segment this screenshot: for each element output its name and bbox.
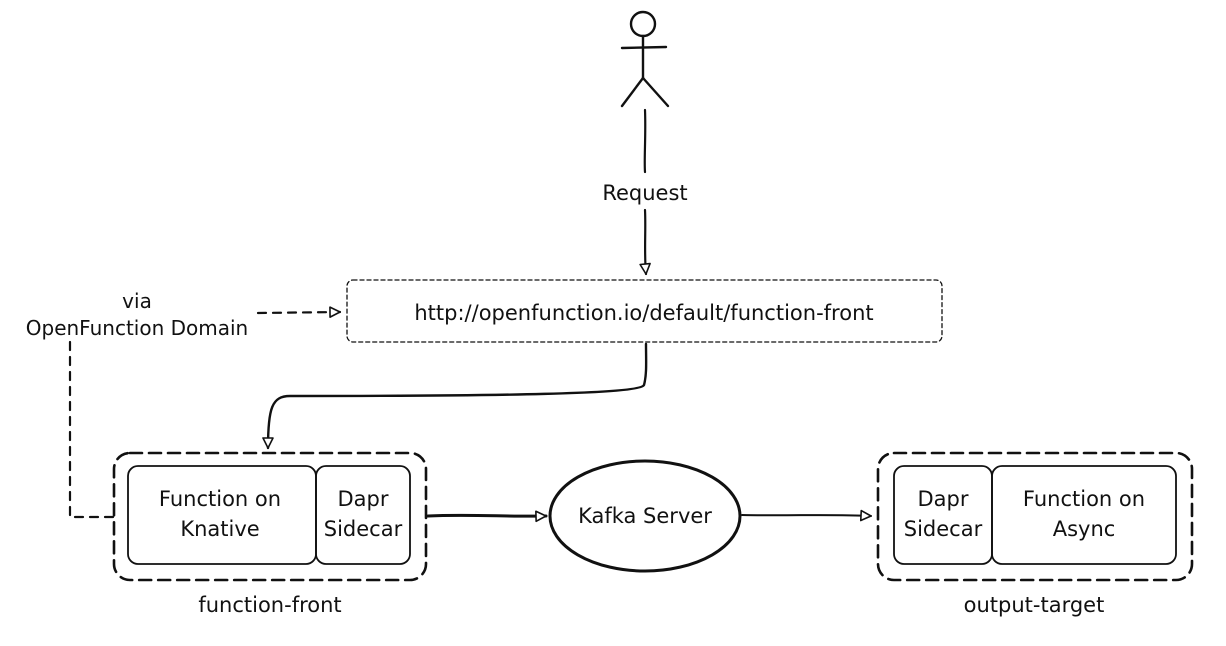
output-target-group: Dapr Sidecar Function on Async <box>876 451 1194 582</box>
request-label: Request <box>602 181 687 205</box>
target-function-line1: Function on <box>1023 487 1145 511</box>
function-front-caption: function-front <box>198 593 341 617</box>
stick-figure-user-icon <box>620 10 670 108</box>
front-sidecar-line1: Dapr <box>337 487 388 511</box>
kafka-label: Kafka Server <box>578 504 712 528</box>
kafka-to-target-arrow <box>741 509 872 522</box>
front-to-kafka-arrow <box>426 510 548 523</box>
front-sidecar-line2: Sidecar <box>324 517 403 541</box>
url-label: http://openfunction.io/default/function-… <box>414 301 873 325</box>
output-target-caption: output-target <box>964 593 1105 617</box>
request-arrow <box>639 108 651 276</box>
target-sidecar-line2: Sidecar <box>904 517 983 541</box>
via-label: via <box>122 289 152 313</box>
target-sidecar-line1: Dapr <box>917 487 968 511</box>
kafka-server-node: Kafka Server <box>548 459 742 573</box>
domain-connector <box>68 306 342 519</box>
front-function-line1: Function on <box>159 487 281 511</box>
openfunction-domain-label: OpenFunction Domain <box>26 316 248 340</box>
url-box: http://openfunction.io/default/function-… <box>346 279 943 343</box>
url-to-front-arrow <box>262 342 648 450</box>
front-function-line2: Knative <box>180 517 259 541</box>
function-front-group: Function on Knative Dapr Sidecar <box>112 451 428 582</box>
target-function-line2: Async <box>1053 517 1116 541</box>
